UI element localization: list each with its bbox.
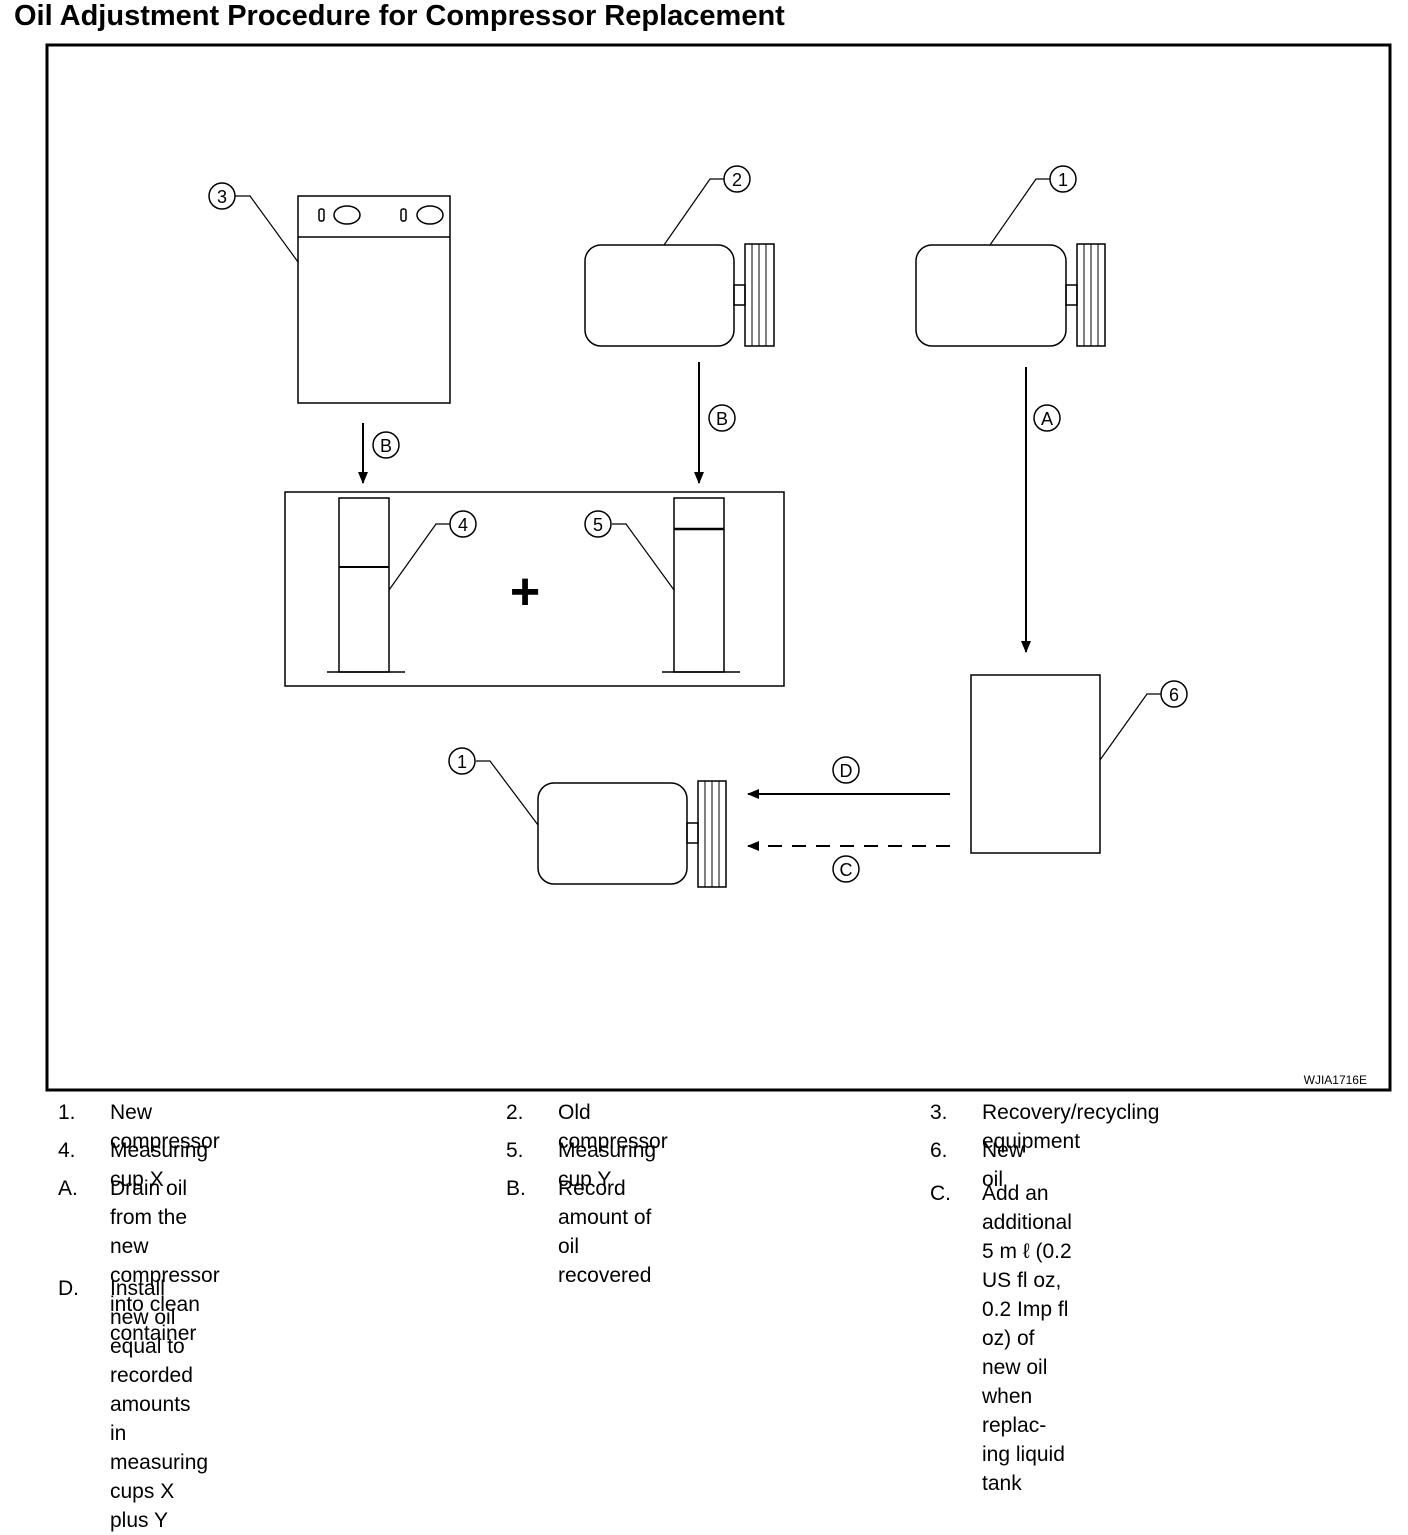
arrow-label-b-left: B [372,431,400,459]
callout-1-bottom: 1 [448,747,476,775]
callout-5: 5 [584,510,612,538]
callout-2: 2 [723,165,751,193]
legend-key: 2. [506,1101,524,1124]
leader-line-5 [612,523,675,591]
svg-text:4: 4 [458,515,468,535]
svg-text:A: A [1041,409,1053,429]
legend-key: 5. [506,1139,524,1162]
legend-text: Add an additional 5 m ℓ (0.2 US fl oz, 0… [982,1182,1072,1495]
figure-code: WJIA1716E [1304,1073,1367,1087]
arrow-label-b-right: B [708,404,736,432]
new-compressor-bottom [537,780,727,888]
new-oil-container [970,674,1101,854]
svg-text:1: 1 [457,752,467,772]
legend-key: 6. [930,1139,948,1162]
plus-sign: + [510,563,540,621]
svg-text:C: C [840,860,853,880]
callout-6: 6 [1160,680,1188,708]
legend-text: Recovery/recycling equipment [982,1101,1160,1153]
legend-text: Old compressor [558,1101,668,1153]
callout-1-top: 1 [1049,165,1077,193]
legend-key: 4. [58,1139,76,1162]
measuring-cup-y [662,497,740,673]
svg-text:1: 1 [1058,170,1068,190]
measuring-cup-x [327,497,405,673]
arrow-label-d: D [832,756,860,784]
arrow-label-a: A [1033,404,1061,432]
new-compressor-top [915,243,1106,347]
arrow-label-c: C [832,855,860,883]
callout-3: 3 [208,182,236,210]
page-title: Oil Adjustment Procedure for Compressor … [14,0,785,32]
svg-text:B: B [716,409,728,429]
svg-text:2: 2 [732,170,742,190]
measuring-cups-box [284,491,785,687]
legend-text: Install new oil equal to recorded amount… [110,1277,209,1532]
svg-text:6: 6 [1169,685,1179,705]
leader-line-6 [1099,693,1161,761]
legend-key: C. [930,1182,951,1205]
legend-text: Record amount of oil recovered [558,1177,652,1287]
legend-text: New oil [982,1139,1025,1191]
legend-text: Measuring cup X [110,1139,209,1191]
callout-4: 4 [449,510,477,538]
legend-text: Drain oil from the new compressor into c… [110,1177,220,1345]
procedure-diagram: + 3 2 1 4 5 [45,43,1392,1092]
legend-text: Measuring cup Y [558,1139,657,1191]
legend-key: A. [58,1177,78,1200]
leader-line-2 [663,178,724,246]
leader-line-3 [235,195,299,263]
svg-text:B: B [380,436,392,456]
leader-line-1-bottom [476,760,539,826]
legend-text: New compressor [110,1101,220,1153]
recovery-recycling-equipment [297,195,451,404]
svg-text:D: D [840,761,853,781]
legend-key: B. [506,1177,526,1200]
leader-line-4 [388,523,450,591]
legend-key: 3. [930,1101,948,1124]
legend-key: D. [58,1277,79,1300]
old-compressor [584,243,775,347]
figure-frame [45,43,1392,1092]
leader-line-1-top [989,178,1050,246]
svg-text:3: 3 [217,187,227,207]
svg-text:5: 5 [593,515,603,535]
legend-key: 1. [58,1101,76,1124]
